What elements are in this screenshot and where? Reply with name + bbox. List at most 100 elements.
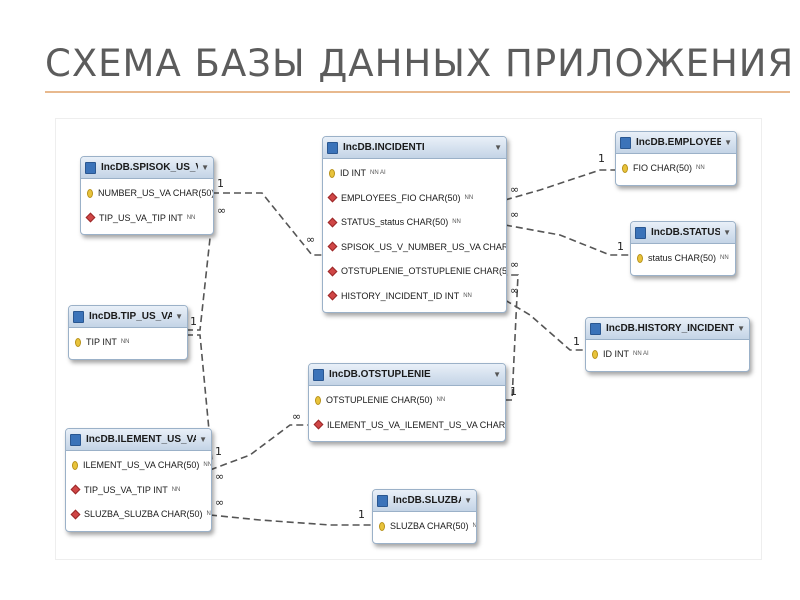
chevron-down-icon[interactable]: ▼ bbox=[201, 163, 209, 172]
chevron-down-icon[interactable]: ▼ bbox=[494, 143, 502, 152]
chevron-down-icon[interactable]: ▼ bbox=[464, 496, 472, 505]
column-label: STATUS_status CHAR(50) bbox=[341, 217, 449, 228]
foreign-key-icon bbox=[327, 266, 338, 277]
entity-header[interactable]: IncDB.SLUZBA▼ bbox=[373, 490, 476, 512]
key-icon bbox=[329, 168, 335, 178]
entity-sluzba[interactable]: IncDB.SLUZBA▼SLUZBA CHAR(50)NN bbox=[372, 489, 477, 544]
entity-title: IncDB.STATUS bbox=[651, 227, 721, 238]
column-label: ID INT bbox=[603, 349, 629, 360]
column-label: NUMBER_US_VA CHAR(50) bbox=[98, 188, 214, 199]
column-label: OTSTUPLENIE_OTSTUPLENIE CHAR(50) bbox=[341, 266, 507, 277]
column-row[interactable]: SLUZBA_SLUZBA CHAR(50)NN bbox=[66, 502, 211, 527]
table-icon bbox=[377, 494, 388, 507]
column-label: HISTORY_INCIDENT_ID INT bbox=[341, 290, 460, 301]
table-icon bbox=[635, 226, 646, 239]
chevron-down-icon[interactable]: ▼ bbox=[199, 435, 207, 444]
column-flags: NN bbox=[463, 292, 472, 299]
column-row[interactable]: NUMBER_US_VA CHAR(50)NN bbox=[81, 181, 213, 206]
column-row[interactable]: SLUZBA CHAR(50)NN bbox=[373, 514, 476, 539]
column-flags: NN AI bbox=[370, 170, 386, 177]
table-icon bbox=[85, 161, 96, 174]
column-flags: NN bbox=[186, 214, 196, 221]
column-row[interactable]: ILEMENT_US_VA CHAR(50)NN bbox=[66, 453, 211, 478]
entity-otstuplenie[interactable]: IncDB.OTSTUPLENIE▼OTSTUPLENIE CHAR(50)NN… bbox=[308, 363, 506, 442]
entity-header[interactable]: IncDB.HISTORY_INCIDENT▼ bbox=[586, 318, 749, 340]
entity-header[interactable]: IncDB.OTSTUPLENIE▼ bbox=[309, 364, 505, 386]
entity-title: IncDB.SPISOK_US_V bbox=[101, 162, 199, 173]
column-row[interactable]: FIO CHAR(50)NN bbox=[616, 156, 736, 181]
column-row[interactable]: ID INT NN AI bbox=[586, 342, 749, 367]
key-icon bbox=[87, 188, 93, 198]
entity-ilement-us-va[interactable]: IncDB.ILEMENT_US_VA▼ILEMENT_US_VA CHAR(5… bbox=[65, 428, 212, 532]
entity-header[interactable]: IncDB.TIP_US_VA▼ bbox=[69, 306, 187, 328]
column-label: SLUZBA_SLUZBA CHAR(50) bbox=[84, 509, 203, 520]
entity-employees[interactable]: IncDB.EMPLOYEES▼FIO CHAR(50)NN bbox=[615, 131, 737, 186]
column-flags: NN bbox=[120, 339, 130, 346]
column-flags: NN bbox=[696, 165, 705, 172]
page-title: СХЕМА БАЗЫ ДАННЫХ ПРИЛОЖЕНИЯ bbox=[45, 42, 795, 85]
entity-title: IncDB.EMPLOYEES bbox=[636, 137, 722, 148]
column-row[interactable]: SPISOK_US_V_NUMBER_US_VA CHAR(50)NN bbox=[323, 235, 506, 260]
entity-incidenti[interactable]: IncDB.INCIDENTI ▼ ID INT NN AI EMPLOYEES_FIO… bbox=[322, 136, 507, 313]
column-row[interactable]: ID INT NN AI bbox=[323, 161, 506, 186]
entity-header[interactable]: IncDB.STATUS▼ bbox=[631, 222, 735, 244]
column-row[interactable]: status CHAR(50)NN bbox=[631, 246, 735, 271]
chevron-down-icon[interactable]: ▼ bbox=[175, 312, 183, 321]
column-label: status CHAR(50) bbox=[648, 253, 717, 264]
key-icon bbox=[72, 460, 78, 470]
chevron-down-icon[interactable]: ▼ bbox=[723, 228, 731, 237]
column-row[interactable]: EMPLOYEES_FIO CHAR(50)NN bbox=[323, 186, 506, 211]
foreign-key-icon bbox=[327, 192, 338, 203]
column-row[interactable]: STATUS_status CHAR(50)NN bbox=[323, 210, 506, 235]
table-icon bbox=[73, 310, 84, 323]
column-flags: NN bbox=[472, 523, 477, 530]
entity-title: IncDB.TIP_US_VA bbox=[89, 311, 173, 322]
foreign-key-icon bbox=[327, 241, 338, 252]
key-icon bbox=[75, 337, 81, 347]
column-label: SLUZBA CHAR(50) bbox=[390, 521, 469, 532]
column-row[interactable]: ILEMENT_US_VA_ILEMENT_US_VA CHAR(50)NN bbox=[309, 413, 505, 438]
entity-status[interactable]: IncDB.STATUS▼status CHAR(50)NN bbox=[630, 221, 736, 276]
table-icon bbox=[313, 368, 324, 381]
entity-header[interactable]: IncDB.EMPLOYEES▼ bbox=[616, 132, 736, 154]
chevron-down-icon[interactable]: ▼ bbox=[737, 324, 745, 333]
key-icon bbox=[315, 395, 321, 405]
foreign-key-icon bbox=[327, 217, 338, 228]
entity-title: IncDB.INCIDENTI bbox=[343, 142, 425, 153]
column-label: ID INT bbox=[340, 168, 366, 179]
column-flags: NN bbox=[464, 194, 474, 201]
table-icon bbox=[590, 322, 601, 335]
entity-header[interactable]: IncDB.ILEMENT_US_VA▼ bbox=[66, 429, 211, 451]
entity-title: IncDB.ILEMENT_US_VA bbox=[86, 434, 197, 445]
chevron-down-icon[interactable]: ▼ bbox=[724, 138, 732, 147]
entity-header[interactable]: IncDB.INCIDENTI ▼ bbox=[323, 137, 506, 159]
column-label: TIP_US_VA_TIP INT bbox=[84, 484, 168, 495]
entity-spisok-us-v[interactable]: IncDB.SPISOK_US_V▼NUMBER_US_VA CHAR(50)N… bbox=[80, 156, 214, 235]
chevron-down-icon[interactable]: ▼ bbox=[493, 370, 501, 379]
column-row[interactable]: OTSTUPLENIE CHAR(50)NN bbox=[309, 388, 505, 413]
foreign-key-icon bbox=[313, 419, 324, 430]
foreign-key-icon bbox=[327, 290, 338, 301]
entity-columns: status CHAR(50)NN bbox=[631, 244, 735, 275]
column-row[interactable]: OTSTUPLENIE_OTSTUPLENIE CHAR(50)NN bbox=[323, 259, 506, 284]
column-flags: NN bbox=[203, 462, 212, 469]
column-label: FIO CHAR(50) bbox=[633, 163, 693, 174]
entity-history-incident[interactable]: IncDB.HISTORY_INCIDENT▼ ID INT NN AI bbox=[585, 317, 750, 372]
foreign-key-icon bbox=[70, 484, 81, 495]
column-label: EMPLOYEES_FIO CHAR(50) bbox=[341, 192, 461, 203]
key-icon bbox=[622, 163, 628, 173]
entity-title: IncDB.SLUZBA bbox=[393, 495, 462, 506]
column-flags: NN AI bbox=[633, 351, 649, 358]
table-icon bbox=[70, 433, 81, 446]
foreign-key-icon bbox=[70, 509, 81, 520]
entity-header[interactable]: IncDB.SPISOK_US_V▼ bbox=[81, 157, 213, 179]
entity-title: IncDB.HISTORY_INCIDENT bbox=[606, 323, 735, 334]
